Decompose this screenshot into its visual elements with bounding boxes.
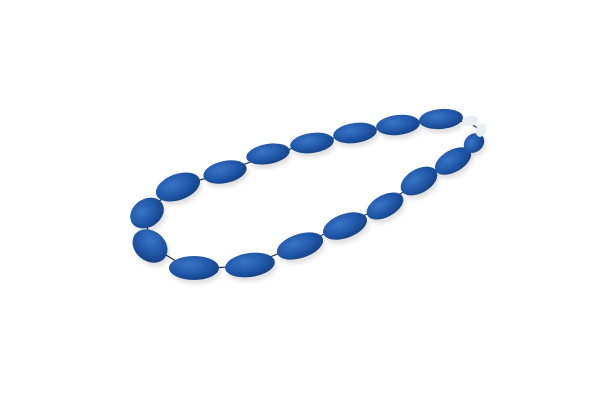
bead bbox=[290, 132, 334, 154]
bead bbox=[400, 166, 438, 196]
bead-group bbox=[130, 108, 485, 280]
bead bbox=[246, 143, 290, 165]
bead bbox=[276, 232, 324, 260]
bead bbox=[169, 256, 219, 280]
bead bbox=[419, 108, 463, 130]
bead bbox=[203, 160, 247, 184]
bead bbox=[132, 229, 168, 263]
bead bbox=[155, 172, 201, 202]
bead bbox=[376, 114, 420, 136]
bead bbox=[225, 252, 275, 278]
bead bbox=[130, 197, 164, 229]
bead bbox=[434, 147, 472, 175]
bead bbox=[333, 122, 377, 144]
bead bbox=[323, 212, 367, 240]
clasp bbox=[462, 115, 487, 137]
bead bbox=[366, 192, 404, 220]
bead bbox=[463, 133, 485, 153]
